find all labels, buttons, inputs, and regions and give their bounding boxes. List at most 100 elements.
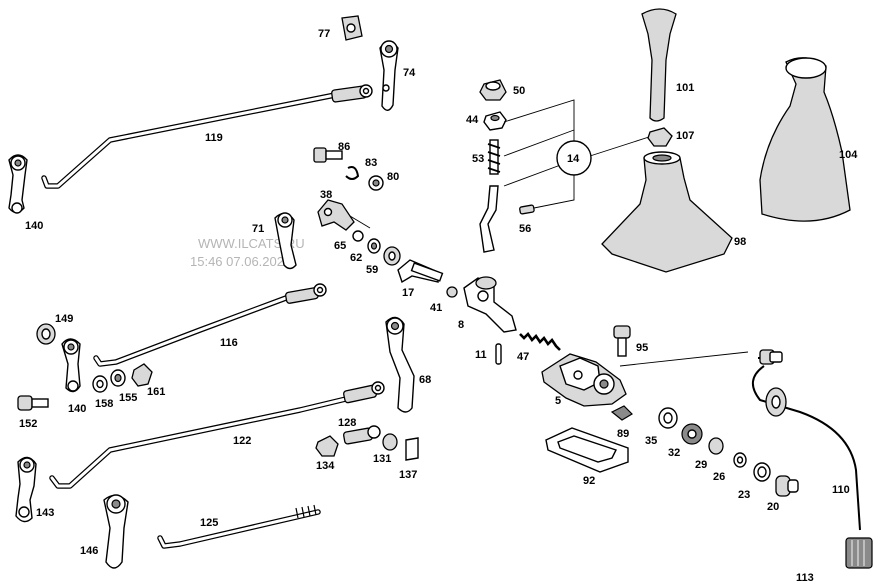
gear-32[interactable] [681,423,703,445]
label-143: 143 [36,507,54,519]
label-107: 107 [676,130,694,142]
label-89: 89 [617,428,629,440]
clip-65[interactable] [352,230,364,242]
bolt-86[interactable] [313,147,343,163]
spring-53[interactable] [487,139,501,175]
nut-161[interactable] [131,363,153,387]
pin-56[interactable] [519,204,535,215]
label-65: 65 [334,240,346,252]
washer-80[interactable] [368,175,384,191]
joint-128[interactable] [342,425,381,445]
clip-83[interactable] [345,166,360,180]
label-17: 17 [402,287,414,299]
label-26: 26 [713,471,725,483]
label-161: 161 [147,386,165,398]
label-134: 134 [316,460,335,472]
washer-29[interactable] [708,437,724,455]
knob-20[interactable] [775,475,799,497]
shift-part-8[interactable] [463,276,517,333]
lever-140-mid[interactable] [61,338,81,393]
label-32: 32 [668,447,680,459]
nut-44[interactable] [483,111,507,131]
cable-leader [619,351,749,367]
label-110: 110 [832,484,850,496]
label-29: 29 [695,459,707,471]
nut-134[interactable] [315,435,339,457]
label-125: 125 [200,517,218,529]
label-47: 47 [517,351,529,363]
bracket-38[interactable] [317,199,371,231]
label-131: 131 [373,453,391,465]
washer-59[interactable] [383,246,401,266]
clip-89[interactable] [610,405,633,421]
label-113: 113 [796,572,814,584]
shift-knob-101[interactable] [641,8,677,122]
lever-143[interactable] [15,456,37,523]
label-80: 80 [387,171,399,183]
label-104: 104 [839,149,858,161]
label-23: 23 [738,489,750,501]
label-62: 62 [350,252,362,264]
label-122: 122 [233,435,251,447]
washer-131[interactable] [382,433,398,451]
spring-47[interactable] [519,331,561,351]
boot-104[interactable] [759,57,851,222]
label-41: 41 [430,302,442,314]
label-146: 146 [80,545,98,557]
switch-113[interactable] [845,537,873,569]
nut-50[interactable] [479,79,507,101]
clip-77[interactable] [341,15,363,41]
nut-107[interactable] [647,127,673,147]
cable-110[interactable] [752,349,861,531]
lever-146[interactable] [103,494,129,569]
washer-26[interactable] [733,452,747,468]
label-119: 119 [205,132,223,144]
bolt-95[interactable] [613,325,631,357]
label-77: 77 [318,28,330,40]
washer-62[interactable] [367,238,381,254]
washer-35[interactable] [658,407,678,429]
rod-122[interactable] [49,381,385,489]
pin-41[interactable] [446,286,458,298]
label-83: 83 [365,157,377,169]
washer-155[interactable] [110,369,126,387]
housing-5[interactable] [541,353,627,407]
label-71: 71 [252,223,264,235]
label-35: 35 [645,435,657,447]
clip-137[interactable] [405,437,419,461]
label-38: 38 [320,189,332,201]
gasket-92[interactable] [545,427,629,473]
lever-140-top[interactable] [8,154,28,214]
shaft-17[interactable] [397,259,444,284]
label-128: 128 [338,417,356,429]
watermark-line2: 15:46 07.06.2025 [190,254,291,269]
shift-lever-lower[interactable] [479,185,499,253]
washer-158[interactable] [92,375,108,393]
label-59: 59 [366,264,378,276]
label-68: 68 [419,374,431,386]
bolt-152[interactable] [17,395,49,411]
lever-74[interactable] [379,40,399,111]
label-56: 56 [519,223,531,235]
label-50: 50 [513,85,525,97]
lever-71[interactable] [274,212,297,270]
label-152: 152 [19,418,37,430]
label-8: 8 [458,319,464,331]
bushing-149[interactable] [36,323,56,345]
lever-68[interactable] [385,316,415,413]
label-155: 155 [119,392,137,404]
rod-119[interactable] [41,84,373,189]
washer-23[interactable] [753,462,771,482]
label-5: 5 [555,395,561,407]
callout-14 [503,99,653,209]
pin-11[interactable] [495,343,502,365]
label-53: 53 [472,153,484,165]
label-101: 101 [676,82,694,94]
label-140-mid: 140 [68,403,86,415]
label-98: 98 [734,236,746,248]
label-137: 137 [399,469,417,481]
label-86: 86 [338,141,350,153]
boot-98[interactable] [601,151,733,273]
rod-125[interactable] [157,504,321,549]
rod-116[interactable] [93,283,327,367]
